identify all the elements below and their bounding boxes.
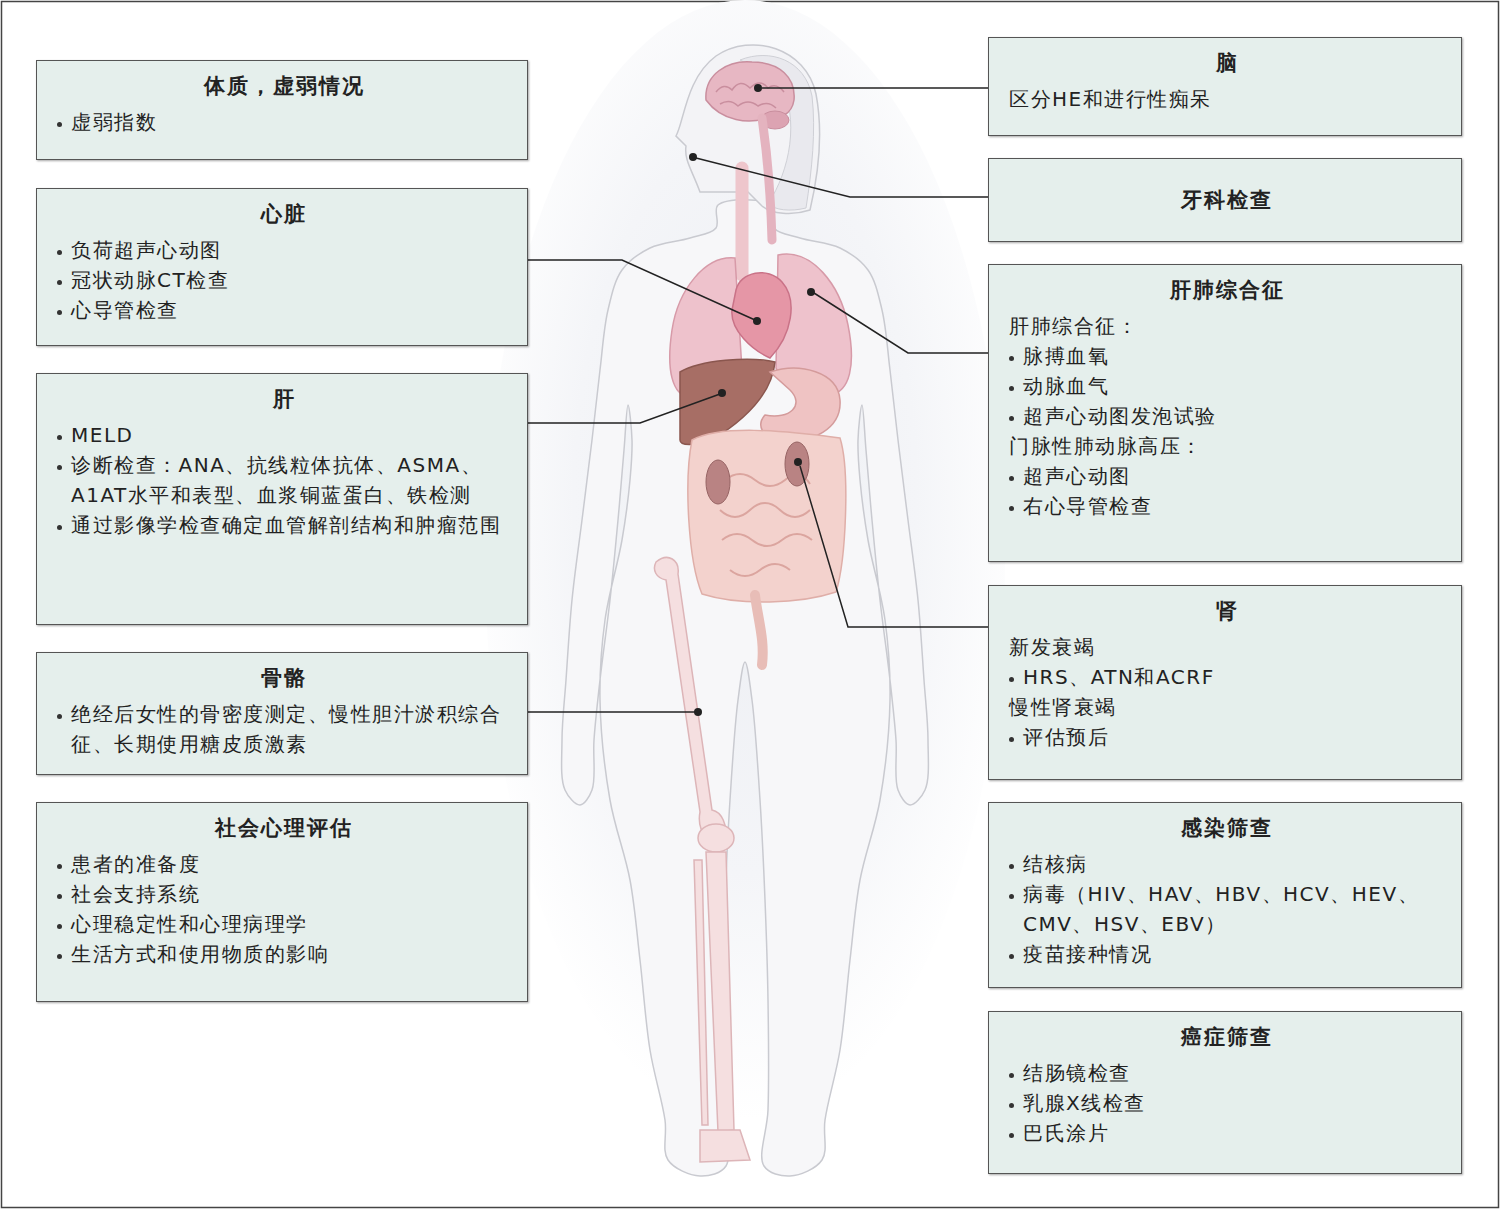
box-item: 结核病 (1007, 849, 1447, 879)
box-item: 新发衰竭 (1007, 632, 1447, 662)
box-heading: 骨骼 (55, 663, 513, 693)
info-box: 牙科检查 (988, 158, 1462, 242)
box-heading: 癌症筛查 (1007, 1022, 1447, 1052)
box-heading: 脑 (1007, 48, 1447, 78)
box-item: 超声心动图发泡试验 (1007, 401, 1447, 431)
info-box: 肝肺综合征肝肺综合征：脉搏血氧动脉血气超声心动图发泡试验门脉性肺动脉高压：超声心… (988, 264, 1462, 562)
box-item: 肝肺综合征： (1007, 311, 1447, 341)
leader-dots (689, 84, 815, 716)
box-item: 负荷超声心动图 (55, 235, 513, 265)
box-item: 评估预后 (1007, 722, 1447, 752)
kidney (706, 460, 730, 504)
box-item: 结肠镜检查 (1007, 1058, 1447, 1088)
box-item: 虚弱指数 (55, 107, 513, 137)
info-box: 骨骼绝经后女性的骨密度测定、慢性胆汁淤积综合征、长期使用糖皮质激素 (36, 652, 528, 775)
box-item: 心导管检查 (55, 295, 513, 325)
trachea (736, 168, 749, 275)
box-item: 超声心动图 (1007, 461, 1447, 491)
box-item: 病毒（HIV、HAV、HBV、HCV、HEV、CMV、HSV、EBV） (1007, 879, 1447, 939)
box-heading: 心脏 (55, 199, 513, 229)
box-item: 右心导管检查 (1007, 491, 1447, 521)
info-box: 社会心理评估患者的准备度社会支持系统心理稳定性和心理病理学生活方式和使用物质的影… (36, 802, 528, 1002)
box-item: 脉搏血氧 (1007, 341, 1447, 371)
body-silhouette (562, 200, 929, 1176)
info-box: 癌症筛查结肠镜检查乳腺X线检查巴氏涂片 (988, 1011, 1462, 1174)
box-item: MELD (55, 420, 513, 450)
info-box: 脑区分HE和进行性痴呆 (988, 37, 1462, 136)
background-glow (485, 0, 1005, 1120)
heart (732, 273, 791, 358)
box-item: 绝经后女性的骨密度测定、慢性胆汁淤积综合征、长期使用糖皮质激素 (55, 699, 513, 759)
box-item: 门脉性肺动脉高压： (1007, 431, 1447, 461)
box-item: 区分HE和进行性痴呆 (1007, 84, 1447, 114)
box-item: 乳腺X线检查 (1007, 1088, 1447, 1118)
box-item: 患者的准备度 (55, 849, 513, 879)
info-box: 肾新发衰竭HRS、ATN和ACRF慢性肾衰竭评估预后 (988, 585, 1462, 780)
info-box: 感染筛查结核病病毒（HIV、HAV、HBV、HCV、HEV、CMV、HSV、EB… (988, 802, 1462, 988)
box-heading: 社会心理评估 (55, 813, 513, 843)
box-heading: 体质，虚弱情况 (55, 71, 513, 101)
box-item: 社会支持系统 (55, 879, 513, 909)
box-heading: 牙科检查 (1007, 185, 1447, 215)
box-item: HRS、ATN和ACRF (1007, 662, 1447, 692)
box-item: 诊断检查：ANA、抗线粒体抗体、ASMA、A1AT水平和表型、血浆铜蓝蛋白、铁检… (55, 450, 513, 510)
box-item: 慢性肾衰竭 (1007, 692, 1447, 722)
info-box: 体质，虚弱情况虚弱指数 (36, 60, 528, 160)
kidney (785, 442, 809, 486)
box-heading: 肾 (1007, 596, 1447, 626)
info-box: 肝 MELD诊断检查：ANA、抗线粒体抗体、ASMA、A1AT水平和表型、血浆铜蓝… (36, 373, 528, 625)
leg-bones (654, 558, 750, 1162)
leader-lines (528, 88, 988, 712)
intestines (688, 430, 846, 665)
box-item: 疫苗接种情况 (1007, 939, 1447, 969)
box-item: 动脉血气 (1007, 371, 1447, 401)
info-box: 心脏负荷超声心动图冠状动脉CT检查心导管检查 (36, 188, 528, 346)
box-item: 心理稳定性和心理病理学 (55, 909, 513, 939)
box-item: 冠状动脉CT检查 (55, 265, 513, 295)
box-heading: 肝肺综合征 (1007, 275, 1447, 305)
box-heading: 肝 (55, 384, 513, 414)
box-heading: 感染筛查 (1007, 813, 1447, 843)
box-item: 巴氏涂片 (1007, 1118, 1447, 1148)
box-item: 通过影像学检查确定血管解剖结构和肿瘤范围 (55, 510, 513, 540)
box-item: 生活方式和使用物质的影响 (55, 939, 513, 969)
stomach (761, 368, 840, 441)
